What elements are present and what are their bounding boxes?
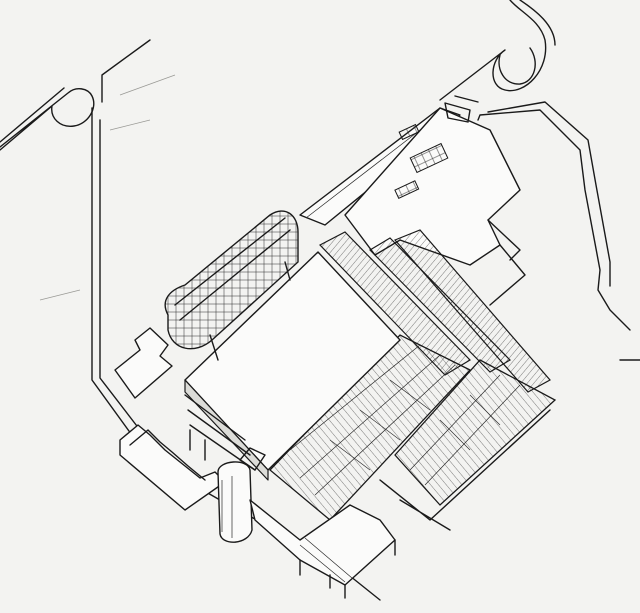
glazed-roof-halls [269, 334, 557, 531]
right-access-road [439, 0, 640, 361]
stepped-terraces [319, 229, 551, 393]
stepped-retaining-walls [114, 327, 226, 511]
upper-roof-block [344, 95, 526, 306]
background-sketch-lines [39, 74, 291, 381]
cylindrical-tower [217, 447, 266, 543]
lower-walkway [249, 499, 396, 599]
capsule-volume [164, 210, 299, 361]
main-roof-block [184, 251, 401, 481]
